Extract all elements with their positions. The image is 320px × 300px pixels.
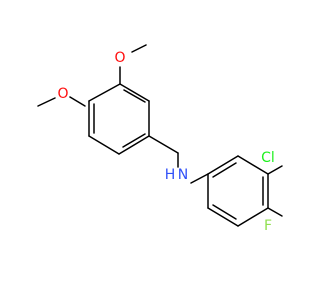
atom-chlorine: Cl bbox=[261, 150, 275, 166]
bond-ring1-a bbox=[119, 83, 150, 102]
bond-ring1-f bbox=[88, 83, 121, 102]
bond-n-ring2 bbox=[190, 173, 209, 184]
atom-o-lower: O bbox=[57, 86, 68, 102]
bond-methyl-lower bbox=[37, 97, 56, 107]
bond-ring2-d bbox=[237, 207, 269, 227]
bond-ring2-cl bbox=[267, 165, 283, 175]
bond-ring2-e bbox=[207, 207, 239, 227]
bond-ring1-double-1 bbox=[123, 89, 146, 103]
bond-methyl-upper bbox=[131, 44, 147, 53]
bond-o-c-lower bbox=[69, 96, 86, 107]
atom-hydrogen: H bbox=[165, 167, 176, 183]
atom-nitrogen: N bbox=[178, 167, 188, 183]
bond-ring2-double-1 bbox=[212, 162, 237, 178]
atom-o-upper: O bbox=[114, 50, 125, 66]
bond-ring1-d bbox=[88, 135, 120, 155]
atom-fluorine: F bbox=[264, 218, 272, 234]
bond-ring2-b bbox=[237, 155, 269, 175]
bond-ring2-double-3 bbox=[212, 204, 237, 220]
molecule-structure: O O N H Cl F bbox=[37, 44, 283, 234]
bond-ring2-a bbox=[207, 155, 239, 175]
bond-ring2-f-sub bbox=[267, 207, 283, 217]
bond-ring1-double-2 bbox=[122, 133, 146, 148]
bond-ring-ch2 bbox=[148, 135, 179, 154]
molecule-canvas: O O N H Cl F bbox=[37, 44, 283, 234]
bond-ring1-c bbox=[118, 135, 150, 155]
